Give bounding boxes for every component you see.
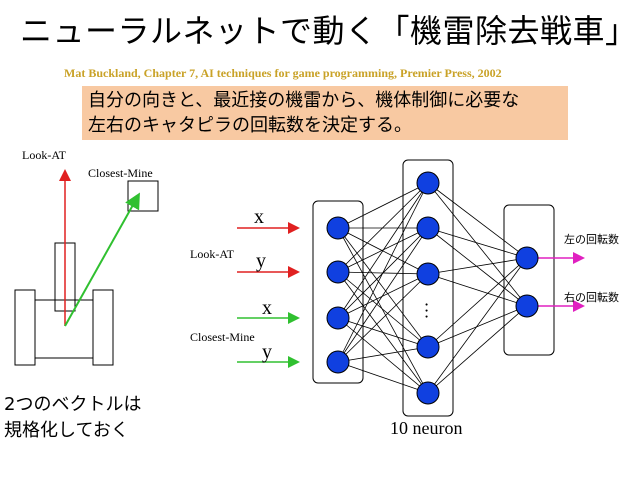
- tank-figure: [14, 180, 159, 366]
- connection-input-hidden: [337, 273, 429, 319]
- connection-hidden-output: [427, 227, 528, 307]
- tank-left-track: [14, 289, 36, 366]
- hidden-neuron: [416, 262, 440, 286]
- connection-input-hidden: [337, 346, 429, 363]
- output-neuron: [515, 294, 539, 318]
- output-label-left: 左の回転数: [564, 233, 619, 246]
- hidden-neuron: [416, 216, 440, 240]
- connection-hidden-output: [427, 257, 528, 394]
- input-neuron: [326, 350, 350, 374]
- tank-body: [34, 299, 94, 359]
- output-layer-box: [503, 204, 555, 356]
- hidden-layer-caption: 10 neuron: [390, 418, 463, 438]
- credit-line: Mat Buckland, Chapter 7, AI techniques f…: [64, 66, 502, 80]
- connection-hidden-output: [427, 182, 528, 259]
- output-neuron: [515, 246, 539, 270]
- input-group-look-at: Look-AT: [190, 247, 234, 261]
- connection-hidden-output: [427, 182, 528, 307]
- connection-input-hidden: [337, 273, 429, 363]
- look-at-label: Look-AT: [22, 148, 66, 162]
- connection-input-hidden: [337, 271, 429, 348]
- input-label-mine-x: x: [262, 297, 272, 319]
- input-neuron: [326, 260, 350, 284]
- callout-line-1: 自分の向きと、最近接の機雷から、機体制御に必要な: [88, 90, 520, 111]
- closest-mine-vector: [64, 192, 140, 327]
- input-label-look-x: x: [254, 206, 264, 228]
- output-label-right: 右の回転数: [564, 291, 619, 304]
- hidden-neuron: [416, 381, 440, 405]
- input-label-mine-y: y: [262, 341, 272, 363]
- connection-hidden-output: [427, 257, 528, 275]
- closest-mine-label: Closest-Mine: [88, 166, 153, 180]
- connection-hidden-output: [427, 257, 528, 348]
- connection-input-hidden: [337, 182, 429, 319]
- connection-hidden-output: [427, 227, 528, 259]
- note-line-1: 2つのベクトルは: [4, 394, 142, 415]
- hidden-neuron: [416, 171, 440, 195]
- connection-input-hidden: [337, 227, 429, 394]
- hidden-neuron: [416, 335, 440, 359]
- connection-input-hidden: [337, 227, 429, 348]
- note-line-2: 規格化しておく: [4, 420, 129, 441]
- hidden-layer-box: [402, 159, 454, 417]
- input-neuron: [326, 216, 350, 240]
- input-group-closest-mine: Closest-Mine: [190, 330, 255, 344]
- connection-input-hidden: [337, 182, 429, 273]
- description-callout: 自分の向きと、最近接の機雷から、機体制御に必要な 左右のキャタピラの回転数を決定…: [82, 86, 568, 140]
- input-layer-box: [312, 200, 364, 384]
- callout-line-2: 左右のキャタピラの回転数を決定する。: [88, 115, 412, 136]
- connection-hidden-output: [427, 305, 528, 394]
- connection-input-hidden: [337, 182, 429, 229]
- normalization-note: 2つのベクトルは 規格化しておく: [4, 392, 164, 444]
- connection-input-hidden: [337, 361, 429, 394]
- connection-hidden-output: [427, 273, 528, 307]
- connection-input-hidden: [337, 227, 429, 363]
- connection-input-hidden: [337, 317, 429, 348]
- connection-input-hidden: [337, 317, 429, 394]
- network-neurons: [326, 171, 539, 405]
- connection-input-hidden: [337, 182, 429, 363]
- page-title: ニューラルネットで動く「機雷除去戦車」: [20, 12, 638, 50]
- connection-hidden-output: [427, 305, 528, 348]
- tank-right-track: [92, 289, 114, 366]
- hidden-ellipsis: …: [421, 301, 442, 320]
- input-neuron: [326, 306, 350, 330]
- network-connections: [337, 182, 528, 394]
- input-label-look-y: y: [256, 250, 266, 272]
